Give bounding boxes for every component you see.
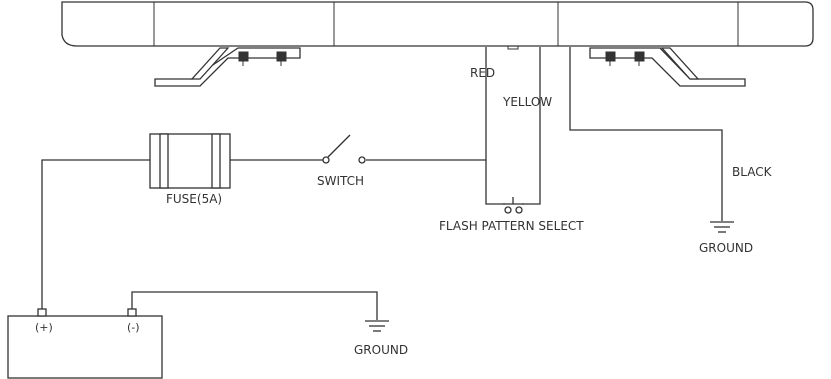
black-wire [569,47,723,221]
ground-right-label: GROUND [699,241,754,255]
switch-terminal-left [322,156,330,164]
mounting-bracket-right [589,47,746,87]
bracket-right-arm [660,47,700,80]
battery-body [7,315,163,379]
wires [41,47,723,320]
battery-negative-label: (-) [127,321,140,334]
bracket-left-bolt-2 [276,51,287,62]
cable-outlet [507,45,519,50]
switch-label: SWITCH [317,174,365,188]
flash-pattern-select-label: FLASH PATTERN SELECT [439,219,584,233]
fuse-cap-left [159,133,169,189]
bracket-left-arm [190,47,230,80]
fuse-to-battery-wire [41,159,150,309]
red-wire-label: RED [470,66,496,80]
switch-lever [327,134,351,158]
light-bar-housing [61,1,814,47]
ground-symbol-bottom [365,320,389,332]
bracket-left-bolt-1 [238,51,249,62]
battery-negative-to-ground-wire [131,291,378,320]
battery-positive-label: (+) [35,321,53,334]
fuse-symbol [149,133,231,189]
switch-terminal-right [358,156,366,164]
ground-symbol-right [710,221,734,233]
black-wire-label: BLACK [732,165,772,179]
bracket-right-bolt-2 [634,51,645,62]
bracket-right-bolt-1 [605,51,616,62]
push-button-terminal-right [515,206,523,214]
red-wire [366,47,487,161]
mounting-bracket-left [154,47,301,87]
fuse-label: FUSE(5A) [166,192,223,206]
yellow-wire [522,47,541,205]
ground-bottom-label: GROUND [354,343,409,357]
fuse-cap-right [211,133,221,189]
red-wire-to-flash-select [485,160,505,205]
bracket-left-foot [154,47,301,87]
yellow-wire-label: YELLOW [503,95,553,109]
battery-terminal-negative [127,308,137,317]
battery-terminal-positive [37,308,47,317]
switch-symbol [322,134,366,164]
push-button-terminal-left [504,206,512,214]
flash-pattern-button-symbol [503,197,524,214]
battery-symbol [7,308,163,379]
light-bar [61,1,814,50]
